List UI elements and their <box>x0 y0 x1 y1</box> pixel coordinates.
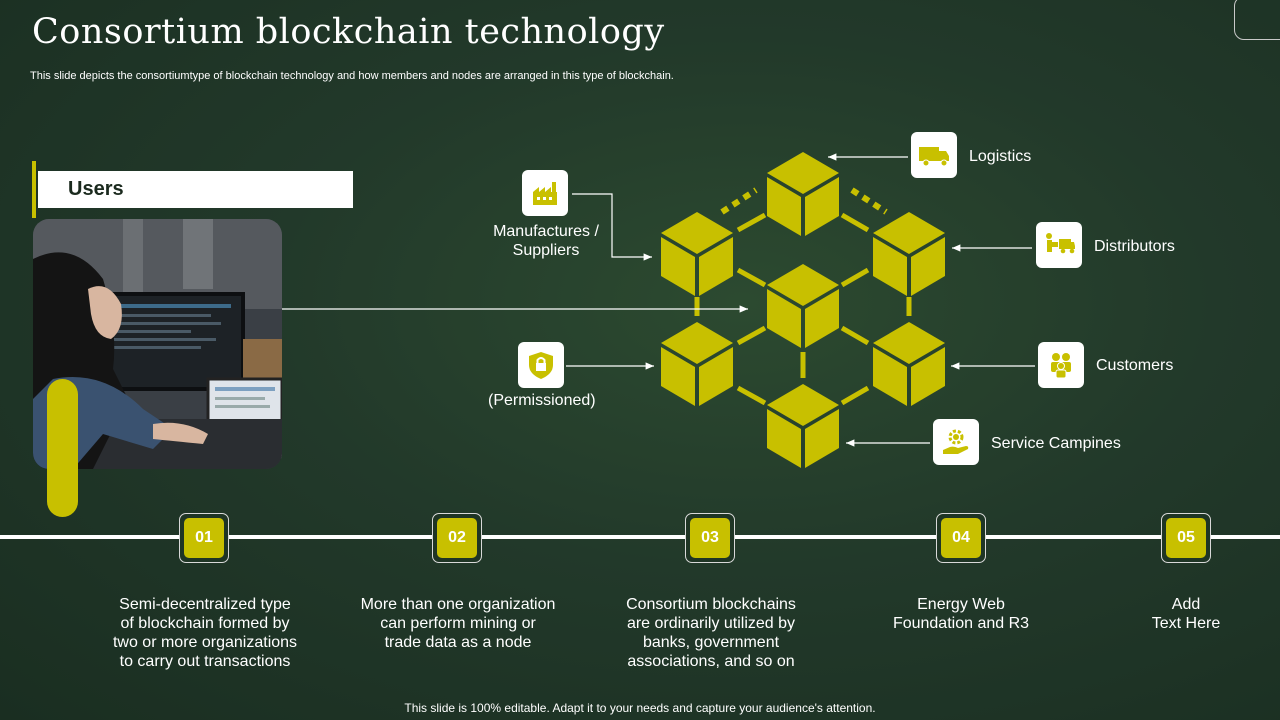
step-03-line: associations, and so on <box>627 653 795 670</box>
slide-title: Consortium blockchain technology <box>32 12 665 52</box>
block-bottom <box>767 384 839 468</box>
permissioned-label: (Permissioned) <box>488 392 596 409</box>
step-05-line: Add <box>1171 596 1201 613</box>
factory-icon <box>522 170 568 216</box>
manufactures-label: Manufactures / Suppliers <box>476 222 616 260</box>
step-04-line: Energy Web <box>917 596 1005 613</box>
step-01-number: 01 <box>184 518 224 558</box>
people-icon <box>1038 342 1084 388</box>
step-01-line: two or more organizations <box>112 634 298 651</box>
step-03-line: Consortium blockchains <box>626 596 796 613</box>
corner-decoration <box>1234 0 1280 40</box>
step-04-description: Energy Web Foundation and R3 <box>846 595 1076 633</box>
gear-hand-icon <box>933 419 979 465</box>
step-03-line: banks, government <box>642 634 780 651</box>
step-03-number: 03 <box>690 518 730 558</box>
manufactures-label-line2: Suppliers <box>512 242 580 259</box>
step-04-number: 04 <box>941 518 981 558</box>
step-02-description: More than one organization can perform m… <box>343 595 573 652</box>
step-02-line: More than one organization <box>360 596 556 613</box>
users-heading: Users <box>38 171 353 208</box>
step-01-badge: 01 <box>179 513 229 563</box>
logistics-label: Logistics <box>969 148 1032 165</box>
footer-note: This slide is 100% editable. Adapt it to… <box>404 701 876 715</box>
delivery-icon <box>1036 222 1082 268</box>
truck-icon <box>911 132 957 178</box>
step-03-line: are ordinarily utilized by <box>626 615 796 632</box>
step-05-description: Add Text Here <box>1071 595 1280 633</box>
step-05-number: 05 <box>1166 518 1206 558</box>
block-upper-left <box>661 212 733 296</box>
users-accent-pill <box>47 379 78 517</box>
block-lower-right <box>873 322 945 406</box>
step-01-description: Semi-decentralized type of blockchain fo… <box>90 595 320 671</box>
distributors-label: Distributors <box>1094 238 1175 255</box>
block-center <box>767 264 839 348</box>
service-label: Service Campines <box>991 435 1121 452</box>
customers-label: Customers <box>1096 357 1174 374</box>
step-02-line: trade data as a node <box>384 634 532 651</box>
step-01-line: of blockchain formed by <box>120 615 290 632</box>
step-02-number: 02 <box>437 518 477 558</box>
step-02-badge: 02 <box>432 513 482 563</box>
step-05-line: Text Here <box>1151 615 1221 632</box>
step-05-badge: 05 <box>1161 513 1211 563</box>
slide-subtitle: This slide depicts the consortiumtype of… <box>30 70 674 82</box>
step-01-line: to carry out transactions <box>119 653 291 670</box>
users-accent-bar <box>32 161 36 218</box>
step-04-badge: 04 <box>936 513 986 563</box>
step-02-line: can perform mining or <box>380 615 536 632</box>
shield-lock-icon <box>518 342 564 388</box>
step-03-badge: 03 <box>685 513 735 563</box>
step-04-line: Foundation and R3 <box>892 615 1030 632</box>
block-upper-right <box>873 212 945 296</box>
step-03-description: Consortium blockchains are ordinarily ut… <box>596 595 826 671</box>
timeline-line <box>0 535 1280 539</box>
step-01-line: Semi-decentralized type <box>119 596 291 613</box>
manufactures-label-line1: Manufactures / <box>493 223 599 240</box>
block-top <box>767 152 839 236</box>
block-lower-left <box>661 322 733 406</box>
